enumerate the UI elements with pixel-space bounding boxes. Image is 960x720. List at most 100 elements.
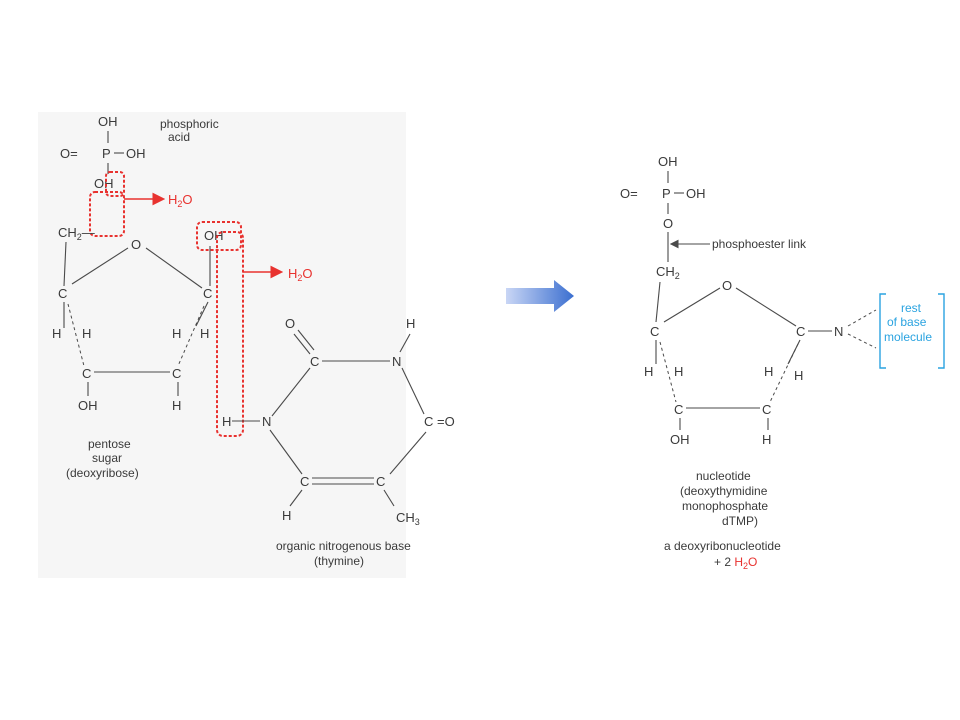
bond xyxy=(659,341,677,403)
bond xyxy=(67,303,85,367)
thymine-top-h: H xyxy=(406,316,415,331)
sugar-h: H xyxy=(200,326,209,341)
sugar-h: H xyxy=(82,326,91,341)
left-panel: OH O= P OH OH phosphoric acid H2O CH2— O… xyxy=(38,112,455,578)
thymine-c4-oxygen: =O xyxy=(437,414,455,429)
bond xyxy=(71,247,129,285)
sugar-label-line2: sugar xyxy=(92,451,122,465)
base-label-line2: (thymine) xyxy=(314,554,364,568)
product-sugar-c1: C xyxy=(796,324,805,339)
deoxyribonucleotide-label: a deoxyribonucleotide xyxy=(664,539,781,553)
thymine-c4: C xyxy=(424,414,433,429)
bond xyxy=(663,287,721,323)
removed-c1-oh-box xyxy=(196,221,242,251)
thymine-c6: C xyxy=(300,474,309,489)
sugar-ch2: CH2— xyxy=(58,225,95,242)
phosphate-double-o: O= xyxy=(60,146,78,161)
thymine-h-c6: H xyxy=(282,508,291,523)
bond xyxy=(269,429,303,475)
product-phosphate-double-o: O= xyxy=(620,186,638,201)
right-panel: OH O= P OH O phosphoester link CH2 O C C… xyxy=(620,154,945,571)
thymine-c5: C xyxy=(376,474,385,489)
sugar-label-line1: pentose xyxy=(88,437,131,451)
product-phosphate-oh-right: OH xyxy=(686,186,706,201)
phosphoric-label-line2: acid xyxy=(168,130,190,144)
bond xyxy=(399,333,411,353)
removed-h-box xyxy=(89,191,125,237)
bond xyxy=(389,431,427,475)
sugar-c4: C xyxy=(58,286,67,301)
phosphoric-label-line1: phosphoric xyxy=(160,117,219,131)
bond xyxy=(383,489,395,507)
bond xyxy=(297,329,315,351)
rest-bracket-right xyxy=(938,293,945,369)
rest-label-line1: rest xyxy=(901,301,922,315)
nucleotide-label-line2: (deoxythymidine xyxy=(680,484,768,498)
bond xyxy=(289,489,303,507)
sugar-c1-oh: OH xyxy=(204,228,224,243)
water-1-label: H2O xyxy=(168,192,193,209)
product-sugar-h: H xyxy=(794,368,803,383)
phosphoester-label: phosphoester link xyxy=(712,237,807,251)
phosphorus-atom: P xyxy=(102,146,111,161)
sugar-ring-oxygen: O xyxy=(131,237,141,252)
bond xyxy=(401,367,425,415)
base-label-line1: organic nitrogenous base xyxy=(276,539,411,553)
bond xyxy=(195,301,209,327)
product-sugar-c4: C xyxy=(650,324,659,339)
product-sugar-c3: C xyxy=(674,402,683,417)
product-sugar-h: H xyxy=(674,364,683,379)
bond xyxy=(145,247,203,289)
sugar-h: H xyxy=(52,326,61,341)
bond xyxy=(63,241,67,287)
product-phosphate-oh-top: OH xyxy=(658,154,678,169)
product-ring-oxygen: O xyxy=(722,278,732,293)
base-link-dashes xyxy=(847,333,877,349)
product-sugar-c2-h: H xyxy=(762,432,771,447)
sugar-label-line3: (deoxyribose) xyxy=(66,466,139,480)
product-sugar-c2: C xyxy=(762,402,771,417)
sugar-c2-h: H xyxy=(172,398,181,413)
thymine-h-n1: H xyxy=(222,414,231,429)
rest-label-line3: molecule xyxy=(884,330,932,344)
rest-label-line2: of base xyxy=(887,315,927,329)
bond xyxy=(293,333,311,355)
phosphate-oh-below: OH xyxy=(94,176,114,191)
thymine-methyl: CH3 xyxy=(396,510,420,527)
thymine-top-oxygen: O xyxy=(285,316,295,331)
nucleotide-label-line4: dTMP) xyxy=(722,514,758,528)
thymine-n3: N xyxy=(392,354,401,369)
plus-water-label: + 2 H2O xyxy=(714,555,757,571)
product-link-oxygen: O xyxy=(663,216,673,231)
phosphate-oh-right: OH xyxy=(126,146,146,161)
water-2-label: H2O xyxy=(288,266,313,283)
sugar-c3-oh: OH xyxy=(78,398,98,413)
removed-oh-box xyxy=(105,171,125,197)
product-sugar-c3-oh: OH xyxy=(670,432,690,447)
phosphate-oh-top: OH xyxy=(98,114,118,129)
sugar-c3: C xyxy=(82,366,91,381)
product-sugar-h: H xyxy=(644,364,653,379)
base-link-dashes xyxy=(847,309,877,327)
rest-bracket-left xyxy=(879,293,886,369)
nucleotide-label-line1: nucleotide xyxy=(696,469,751,483)
product-sugar-ch2: CH2 xyxy=(656,264,680,281)
removed-n-h-box xyxy=(216,231,244,437)
product-phosphorus-atom: P xyxy=(662,186,671,201)
bond xyxy=(177,305,205,367)
sugar-h: H xyxy=(172,326,181,341)
bond xyxy=(655,281,661,323)
thymine-n1: N xyxy=(262,414,271,429)
nucleotide-label-line3: monophosphate xyxy=(682,499,768,513)
reaction-arrow xyxy=(506,280,574,312)
bond xyxy=(769,343,799,403)
product-sugar-h: H xyxy=(764,364,773,379)
left-panel-background xyxy=(38,112,406,578)
thymine-c2: C xyxy=(310,354,319,369)
bond xyxy=(735,287,797,327)
sugar-c2: C xyxy=(172,366,181,381)
bond xyxy=(271,367,311,417)
product-glycosidic-n: N xyxy=(834,324,843,339)
sugar-c1: C xyxy=(203,286,212,301)
